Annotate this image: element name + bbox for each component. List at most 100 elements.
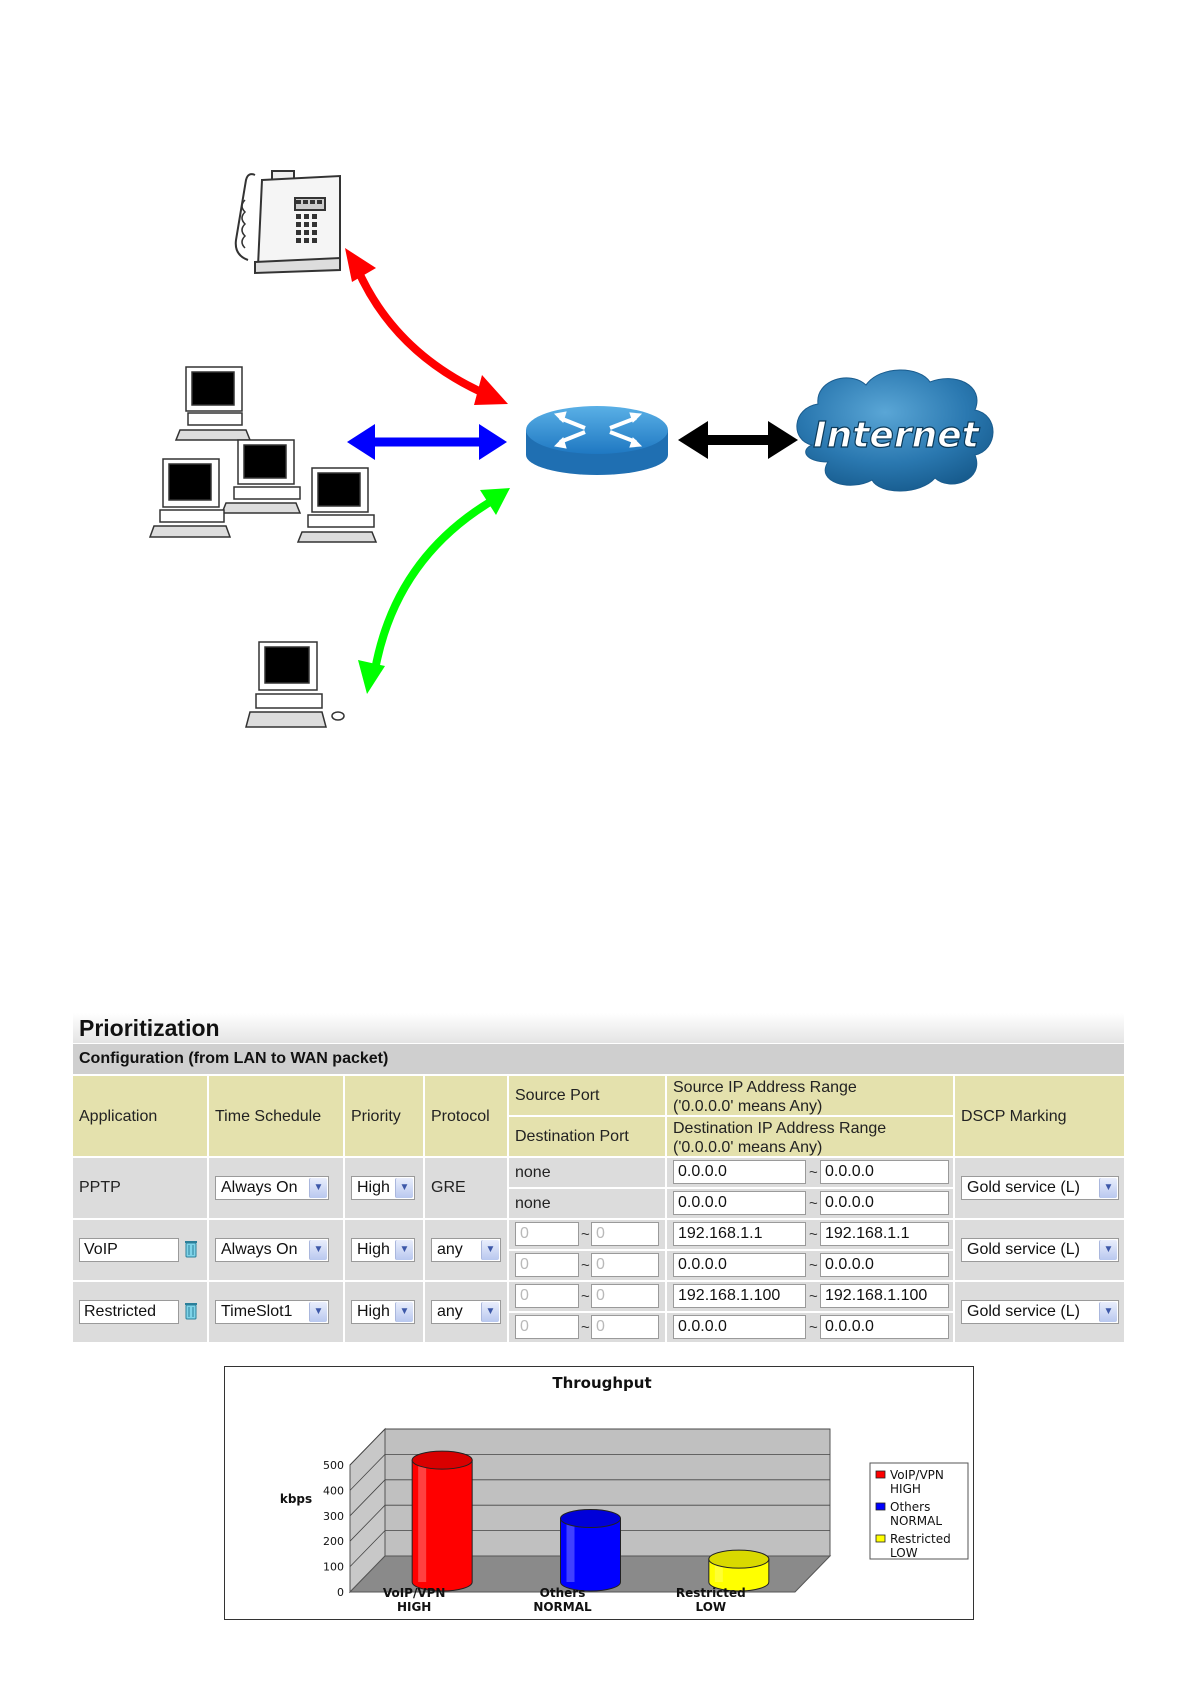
header-source-ip-line2: ('0.0.0.0' means Any) xyxy=(673,1098,823,1115)
source-port-from-input[interactable]: 0 xyxy=(515,1222,579,1246)
source-ip-to-input[interactable]: 192.168.1.1 xyxy=(820,1222,949,1246)
dscp-cell: Gold service (L) ▼ xyxy=(955,1158,1124,1218)
x-tick-label: LOW xyxy=(696,1600,727,1614)
x-tick-label: Others xyxy=(540,1586,586,1600)
protocol-cell: any ▼ xyxy=(425,1282,507,1342)
chevron-down-icon: ▼ xyxy=(481,1240,499,1260)
dscp-select[interactable]: Gold service (L) ▼ xyxy=(961,1238,1119,1262)
legend-swatch xyxy=(875,1534,886,1543)
chart-title: Throughput xyxy=(552,1374,651,1392)
application-name-input[interactable]: Restricted xyxy=(79,1300,179,1324)
destination-ip-from-input[interactable]: 0.0.0.0 xyxy=(673,1191,806,1215)
restricted-link-arrow xyxy=(358,488,510,694)
time-schedule-select[interactable]: Always On ▼ xyxy=(215,1238,329,1262)
bar-top xyxy=(411,1450,473,1470)
application-name-input[interactable]: VoIP xyxy=(79,1238,179,1262)
trash-icon[interactable] xyxy=(185,1302,197,1320)
bar-highlight xyxy=(418,1460,427,1582)
y-tick-label: 100 xyxy=(323,1561,344,1574)
protocol-value: any xyxy=(437,1241,463,1258)
priority-value: High xyxy=(357,1241,390,1258)
chevron-down-icon: ▼ xyxy=(481,1302,499,1322)
dscp-select[interactable]: Gold service (L) ▼ xyxy=(961,1176,1119,1200)
trash-icon[interactable] xyxy=(185,1240,197,1258)
time-schedule-select[interactable]: TimeSlot1 ▼ xyxy=(215,1300,329,1324)
application-cell: VoIP xyxy=(73,1220,207,1280)
destination-port-to-input[interactable]: 0 xyxy=(591,1315,659,1339)
plot-area: 0100200300400500VoIP/VPNHIGHOthersNORMAL… xyxy=(323,1427,832,1614)
gridline xyxy=(349,1504,386,1542)
destination-port-to-input[interactable]: 0 xyxy=(591,1253,659,1277)
range-separator: ~ xyxy=(809,1319,818,1336)
source-port-to-input[interactable]: 0 xyxy=(591,1222,659,1246)
legend-swatch xyxy=(875,1470,886,1479)
legend-label: Others xyxy=(890,1500,930,1514)
time-schedule-select[interactable]: Always On ▼ xyxy=(215,1176,329,1200)
application-cell: PPTP xyxy=(73,1158,207,1218)
panel-title: Prioritization xyxy=(73,1013,1124,1043)
legend-box xyxy=(869,1462,969,1560)
legend-label: LOW xyxy=(890,1546,918,1560)
header-dest-ip-line1: Destination IP Address Range xyxy=(673,1120,887,1137)
destination-ip-to-input[interactable]: 0.0.0.0 xyxy=(820,1191,949,1215)
dscp-value: Gold service (L) xyxy=(967,1179,1080,1196)
destination-port-cell: 0 ~ 0 xyxy=(509,1251,665,1280)
source-port-to-input[interactable]: 0 xyxy=(591,1284,659,1308)
bar-top xyxy=(708,1549,770,1569)
priority-value: High xyxy=(357,1303,390,1320)
dscp-select[interactable]: Gold service (L) ▼ xyxy=(961,1300,1119,1324)
time-schedule-cell: TimeSlot1 ▼ xyxy=(209,1282,343,1342)
chevron-down-icon: ▼ xyxy=(1099,1178,1117,1198)
chevron-down-icon: ▼ xyxy=(309,1178,327,1198)
priority-select[interactable]: High ▼ xyxy=(351,1238,415,1262)
destination-ip-to-input[interactable]: 0.0.0.0 xyxy=(820,1253,949,1277)
range-separator: ~ xyxy=(581,1257,590,1274)
header-protocol: Protocol xyxy=(425,1076,507,1156)
range-separator: ~ xyxy=(581,1226,590,1243)
priority-select[interactable]: High ▼ xyxy=(351,1300,415,1324)
router-icon xyxy=(526,406,668,475)
bar xyxy=(708,1549,770,1592)
throughput-chart: Throughput kbps 0100200300400500VoIP/VPN… xyxy=(224,1366,974,1620)
header-application: Application xyxy=(73,1076,207,1156)
legend-swatch xyxy=(875,1502,886,1511)
chevron-down-icon: ▼ xyxy=(309,1240,327,1260)
destination-ip-cell: 0.0.0.0 ~ 0.0.0.0 xyxy=(667,1313,953,1342)
protocol-value: any xyxy=(437,1303,463,1320)
legend-label: VoIP/VPN xyxy=(890,1468,944,1482)
source-port-from-input[interactable]: 0 xyxy=(515,1284,579,1308)
destination-ip-from-input[interactable]: 0.0.0.0 xyxy=(673,1253,806,1277)
priority-cell: High ▼ xyxy=(345,1158,423,1218)
x-tick-label: VoIP/VPN xyxy=(383,1586,446,1600)
destination-port-from-input[interactable]: 0 xyxy=(515,1253,579,1277)
priority-value: High xyxy=(357,1179,390,1196)
bar-top xyxy=(560,1509,621,1528)
source-ip-to-input[interactable]: 0.0.0.0 xyxy=(820,1160,949,1184)
telephone-icon xyxy=(234,170,341,275)
protocol-select[interactable]: any ▼ xyxy=(431,1300,501,1324)
prioritization-panel: Prioritization Configuration (from LAN t… xyxy=(73,1013,1124,1350)
time-schedule-value: Always On xyxy=(221,1179,298,1196)
destination-port-from-input[interactable]: 0 xyxy=(515,1315,579,1339)
priority-select[interactable]: High ▼ xyxy=(351,1176,415,1200)
destination-ip-from-input[interactable]: 0.0.0.0 xyxy=(673,1315,806,1339)
bar-highlight xyxy=(714,1559,723,1582)
gridline xyxy=(349,1428,386,1466)
chevron-down-icon: ▼ xyxy=(1099,1240,1117,1260)
gridline xyxy=(349,1530,386,1567)
source-ip-from-input[interactable]: 192.168.1.1 xyxy=(673,1222,806,1246)
destination-ip-to-input[interactable]: 0.0.0.0 xyxy=(820,1315,949,1339)
range-separator: ~ xyxy=(809,1288,818,1305)
application-cell: Restricted xyxy=(73,1282,207,1342)
source-ip-from-input[interactable]: 192.168.1.100 xyxy=(673,1284,806,1308)
range-separator: ~ xyxy=(809,1164,818,1181)
legend-label: HIGH xyxy=(890,1482,921,1496)
source-ip-to-input[interactable]: 192.168.1.100 xyxy=(820,1284,949,1308)
header-destination-port: Destination Port xyxy=(509,1117,665,1156)
bar-body xyxy=(560,1518,621,1592)
source-ip-from-input[interactable]: 0.0.0.0 xyxy=(673,1160,806,1184)
y-axis-label: kbps xyxy=(280,1492,312,1506)
protocol-select[interactable]: any ▼ xyxy=(431,1238,501,1262)
computer-icon xyxy=(245,641,345,728)
